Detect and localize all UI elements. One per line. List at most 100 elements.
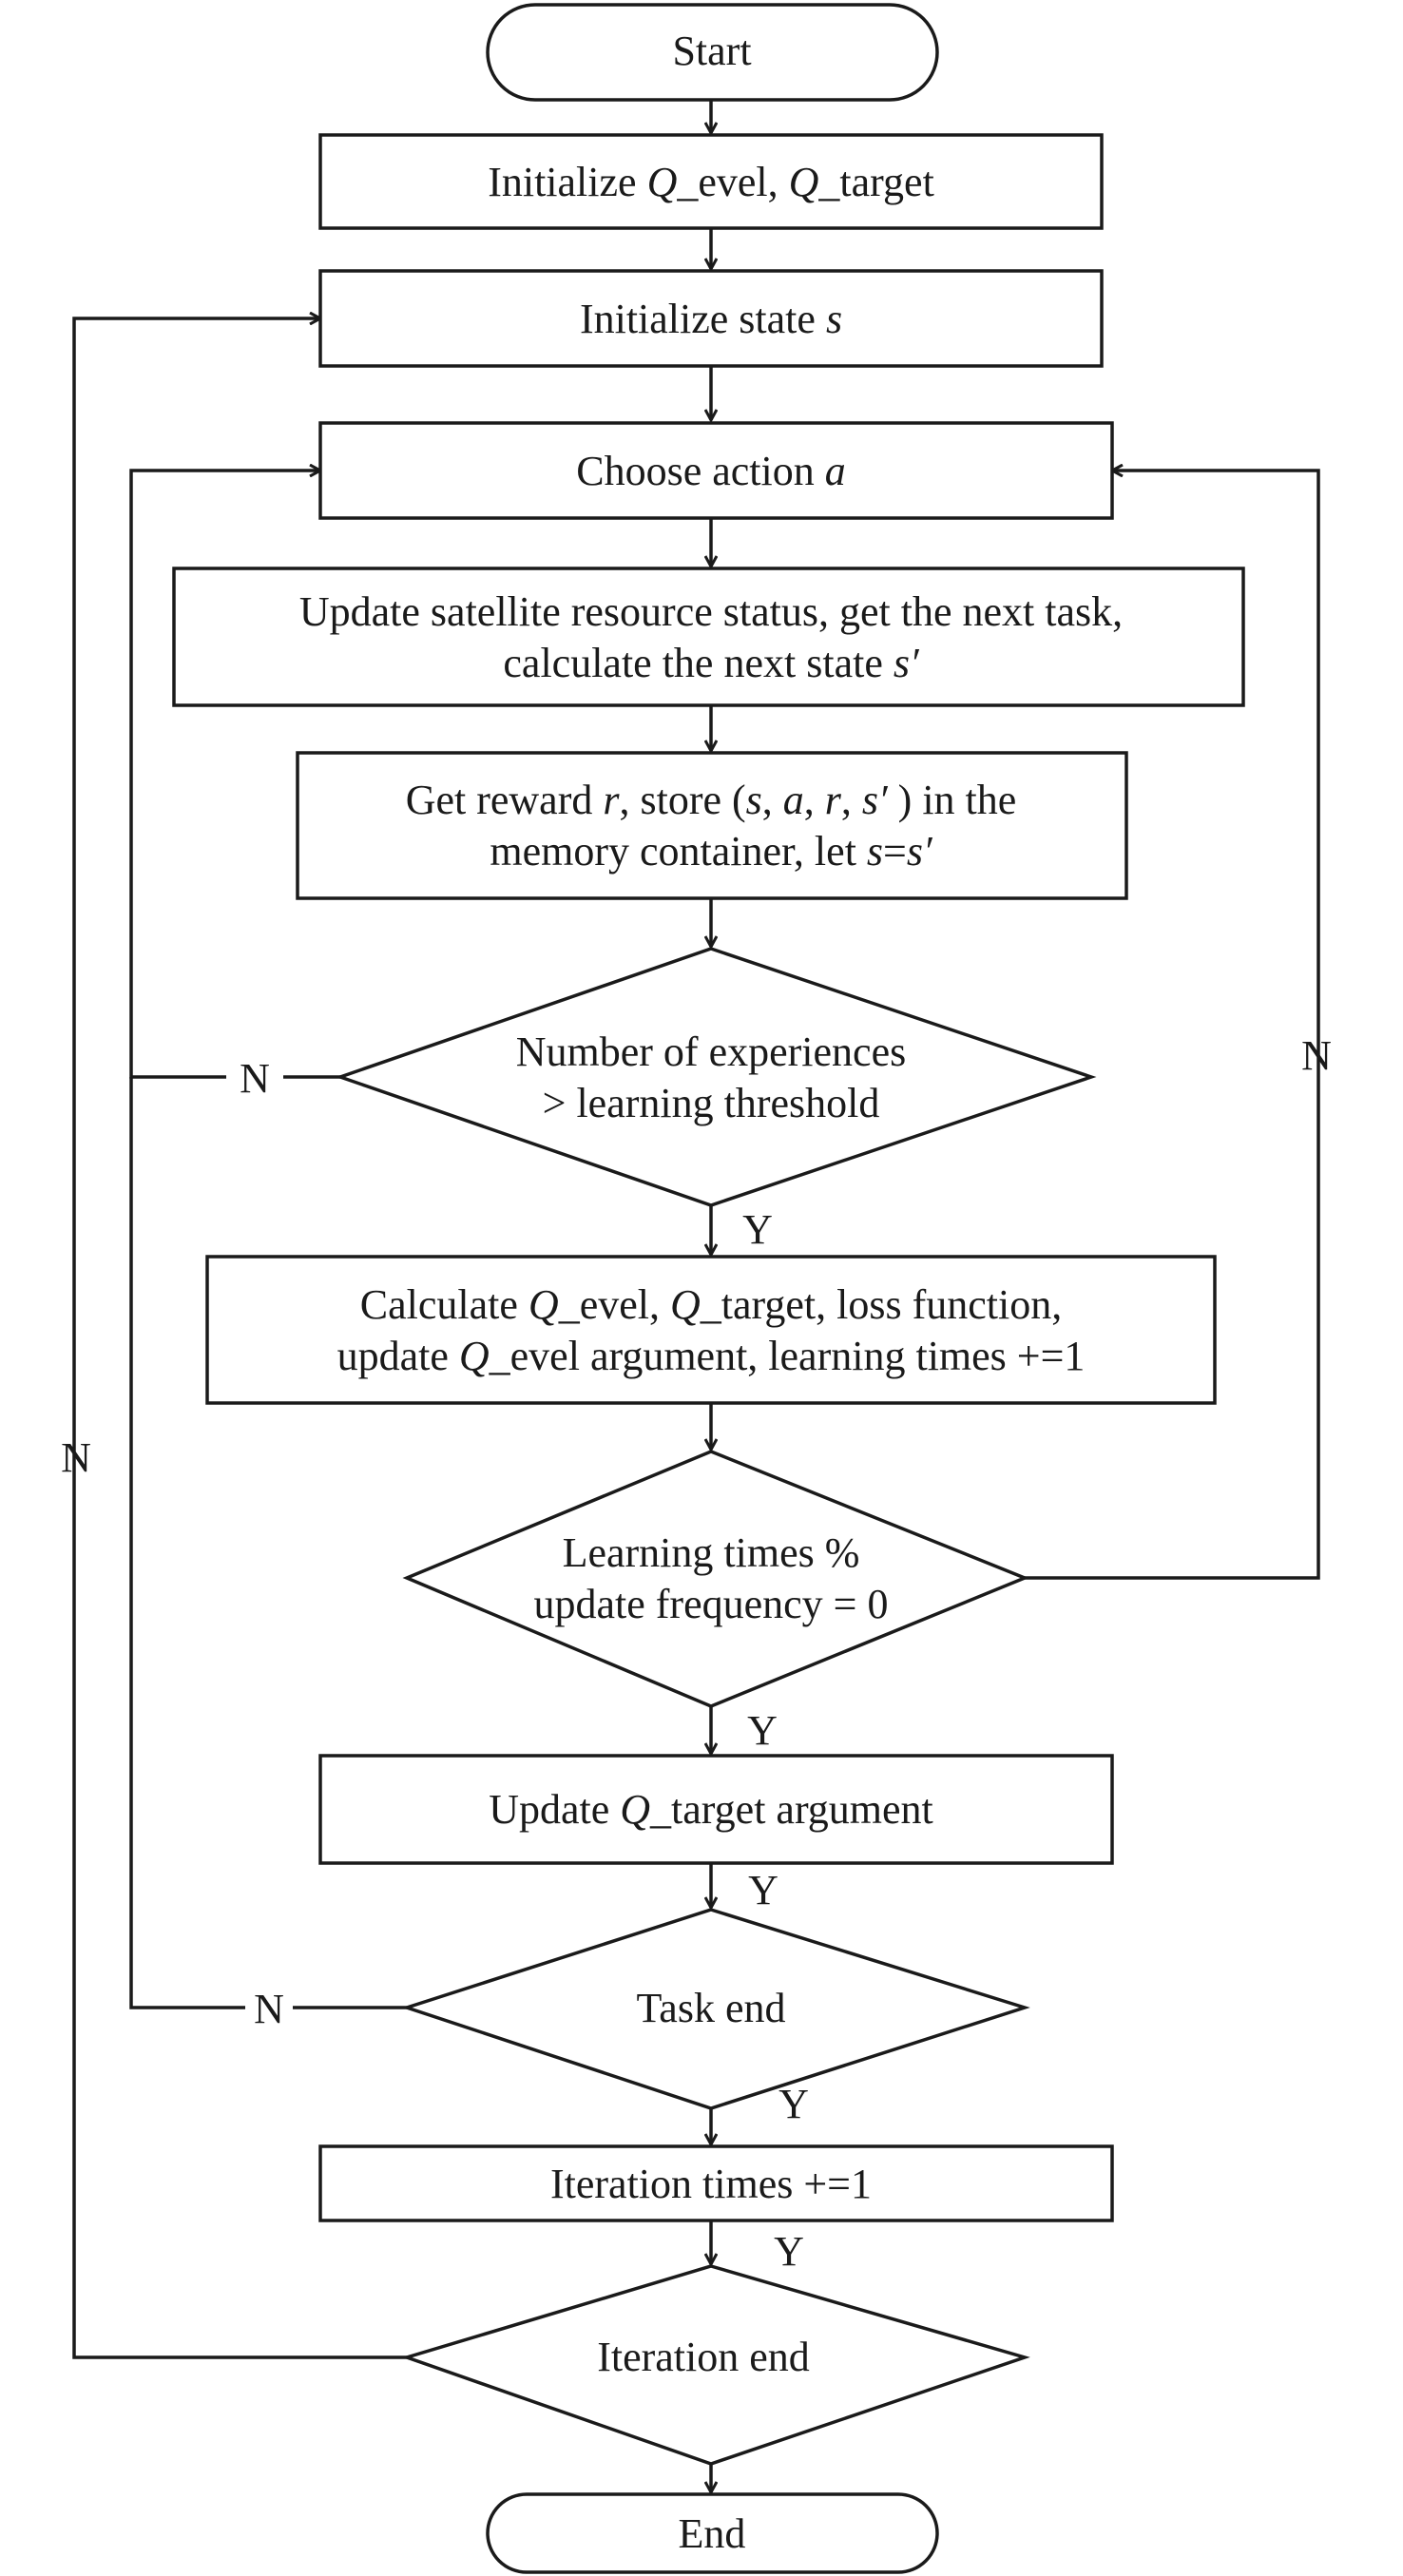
label-text: , store ( [619, 777, 745, 823]
init-state-box: Initialize state s [318, 269, 1104, 368]
iteration-times-box: Iteration times +=1 [318, 2144, 1114, 2222]
math-symbol: s [867, 828, 883, 875]
end-terminal: End [486, 2492, 939, 2574]
math-symbol: Q [647, 159, 678, 205]
label-text: Number of experiences [516, 1028, 906, 1075]
math-symbol: s′ [862, 777, 889, 823]
iteration-times-label: Iteration times +=1 [550, 2161, 872, 2207]
label-text: = [883, 828, 907, 875]
frequency-check-label: Learning times % update frequency = 0 [534, 1529, 889, 1627]
label-text: _target [817, 159, 933, 205]
label-text: _target argument [649, 1786, 933, 1833]
experience-check-diamond: Number of experiences > learning threshol… [335, 947, 1097, 1207]
label-text: memory container, let [490, 828, 867, 875]
update-status-label: Update satellite resource status, get th… [299, 588, 1123, 686]
label-text: _evel argument, learning times +=1 [489, 1333, 1086, 1379]
calculate-box: Calculate Q_evel, Q_target, loss functio… [205, 1255, 1217, 1405]
math-symbol: a [825, 448, 846, 494]
task-end-diamond: Task end [401, 1908, 1030, 2110]
math-symbol: a [783, 777, 804, 823]
init-q-box-shape [318, 133, 1104, 230]
label-text: , [841, 777, 862, 823]
label-text: Get reward [406, 777, 604, 823]
label-text: Choose action [576, 448, 825, 494]
task-end-yes-label: Y [778, 2081, 809, 2127]
after-iteration-times-label: Y [774, 2228, 804, 2275]
experience-yes-label: Y [742, 1206, 773, 1253]
experience-check-label: Number of experiences > learning threshol… [516, 1028, 906, 1126]
label-text: Initialize state [580, 296, 826, 342]
label-text: _evel, [558, 1281, 670, 1328]
math-symbol: s [826, 296, 842, 342]
label-text: , [762, 777, 783, 823]
frequency-check-shape [402, 1450, 1029, 1708]
label-text: > learning threshold [543, 1080, 880, 1126]
arrow-experience-no-loop-return [129, 471, 320, 1079]
choose-action-label: Choose action a [576, 448, 846, 494]
frequency-check-diamond: Learning times % update frequency = 0 [402, 1450, 1029, 1708]
start-label: Start [672, 28, 751, 74]
math-symbol: r [603, 777, 620, 823]
task-end-label: Task end [637, 1985, 786, 2031]
edge-labels: N Y N Y Y N Y Y N [61, 1032, 1332, 2275]
calculate-box-shape [205, 1255, 1217, 1405]
calculate-label: Calculate Q_evel, Q_target, loss functio… [337, 1281, 1086, 1379]
label-text: , [804, 777, 825, 823]
update-status-box-shape [172, 567, 1245, 707]
arrow-iteration-end-no-loop [72, 318, 407, 2359]
math-symbol: Q [789, 159, 819, 205]
label-text: _evel, [676, 159, 788, 205]
label-text: calculate the next state [503, 640, 893, 686]
init-q-label: Initialize Q_evel, Q_target [488, 159, 934, 205]
task-end-shape [401, 1908, 1030, 2110]
experience-check-shape [335, 947, 1097, 1207]
math-symbol: Q [529, 1281, 559, 1328]
label-text: Learning times % [563, 1529, 860, 1576]
get-reward-box-shape [296, 751, 1128, 900]
math-symbol: s [746, 777, 762, 823]
iteration-end-shape [401, 2264, 1030, 2466]
update-status-box: Update satellite resource status, get th… [172, 567, 1245, 707]
iteration-end-label: Iteration end [597, 2334, 810, 2380]
iteration-times-box-shape [318, 2144, 1114, 2222]
update-target-box-shape [318, 1754, 1114, 1865]
math-symbol: s′ [907, 828, 933, 875]
label-text: update frequency = 0 [534, 1581, 889, 1627]
math-symbol: s′ [894, 640, 920, 686]
label-text: Initialize [488, 159, 646, 205]
get-reward-box: Get reward r, store (s, a, r, s′ ) in th… [296, 751, 1128, 900]
get-reward-label: Get reward r, store (s, a, r, s′ ) in th… [406, 777, 1017, 875]
init-state-label: Initialize state s [580, 296, 842, 342]
label-text: _target, loss function, [700, 1281, 1062, 1328]
start-terminal-shape [486, 3, 939, 102]
init-state-box-shape [318, 269, 1104, 368]
end-terminal-shape [486, 2492, 939, 2574]
math-symbol: Q [459, 1333, 490, 1379]
update-target-label: Update Q_target argument [489, 1786, 933, 1833]
math-symbol: Q [670, 1281, 701, 1328]
update-target-box: Update Q_target argument [318, 1754, 1114, 1865]
arrow-task-end-no-loop-return [129, 1077, 245, 2009]
iteration-end-no-label: N [61, 1434, 91, 1481]
frequency-no-label: N [1301, 1032, 1332, 1079]
label-text: update [337, 1333, 459, 1379]
connectors [72, 100, 1320, 2492]
choose-action-box-shape [318, 421, 1114, 520]
math-symbol: r [825, 777, 842, 823]
label-text: Calculate [360, 1281, 529, 1328]
end-label: End [679, 2510, 746, 2557]
start-terminal: Start [486, 3, 939, 102]
iteration-end-diamond: Iteration end [401, 2264, 1030, 2466]
choose-action-box: Choose action a [318, 421, 1114, 520]
init-q-box: Initialize Q_evel, Q_target [318, 133, 1104, 230]
label-text: Update [489, 1786, 620, 1833]
arrow-frequency-no-loop [1025, 471, 1320, 1580]
task-end-no-label: N [254, 1986, 284, 2032]
experience-no-label: N [240, 1055, 270, 1102]
label-text: ) in the [888, 777, 1017, 823]
label-text: Update satellite resource status, get th… [299, 588, 1123, 635]
math-symbol: Q [620, 1786, 650, 1833]
after-update-target-label: Y [748, 1867, 778, 1913]
frequency-yes-label: Y [747, 1707, 778, 1754]
